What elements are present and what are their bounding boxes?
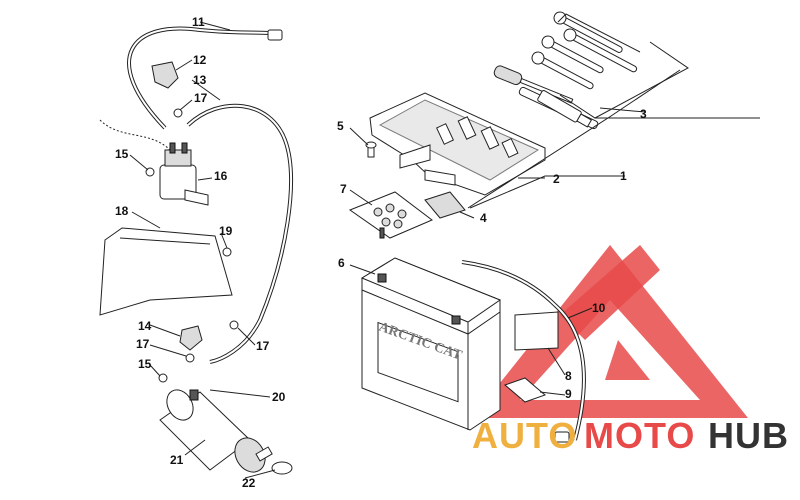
battery-pad xyxy=(504,377,546,403)
callout-8: 8 xyxy=(565,369,572,383)
callout-17-mid: 17 xyxy=(256,339,270,353)
callout-2: 2 xyxy=(553,172,560,186)
nut-17-low xyxy=(185,353,195,363)
callout-11: 11 xyxy=(192,15,205,29)
battery-sheet xyxy=(514,311,559,351)
callout-16: 16 xyxy=(214,169,228,183)
callout-6: 6 xyxy=(338,256,345,270)
callout-4: 4 xyxy=(480,211,487,225)
callout-10: 10 xyxy=(592,301,606,315)
terminal-boot-12 xyxy=(151,61,179,89)
leader-lines xyxy=(129,21,646,479)
battery-cable xyxy=(461,260,586,443)
callout-3: 3 xyxy=(640,107,647,121)
watermark-auto: AUTO xyxy=(472,415,577,456)
callout-15-low: 15 xyxy=(138,357,152,371)
callout-15-top: 15 xyxy=(115,147,129,161)
starter-motor xyxy=(159,389,293,475)
callout-17-low: 17 xyxy=(136,337,150,351)
callout-19: 19 xyxy=(219,224,233,238)
watermark-hub: HUB xyxy=(708,415,789,456)
callout-21: 21 xyxy=(170,453,184,467)
solenoid-bracket xyxy=(99,227,233,316)
tool-tray xyxy=(369,92,546,196)
tool-kit xyxy=(493,11,689,130)
callout-12: 12 xyxy=(193,53,207,67)
cable-11 xyxy=(127,26,283,130)
watermark-moto: MOTO xyxy=(584,415,695,456)
callout-18: 18 xyxy=(115,204,129,218)
wiring-harness xyxy=(99,119,171,151)
callout-14: 14 xyxy=(138,319,152,333)
screw-19 xyxy=(222,247,232,257)
callout-22: 22 xyxy=(242,476,256,490)
starter-solenoid xyxy=(159,142,209,206)
callout-7: 7 xyxy=(340,182,347,196)
callout-5: 5 xyxy=(337,119,344,133)
callout-20: 20 xyxy=(272,390,286,404)
watermark-logo xyxy=(472,245,748,418)
screw-15-low xyxy=(158,373,168,383)
cable-13 xyxy=(186,103,293,364)
foam-pad xyxy=(424,191,466,219)
terminal-boot-14 xyxy=(179,325,203,351)
screw-5 xyxy=(365,141,377,158)
o-ring-22 xyxy=(271,461,293,475)
callout-13: 13 xyxy=(193,73,207,87)
battery: ARCTIC CAT xyxy=(360,257,502,431)
nut-17-mid xyxy=(229,320,239,330)
callout-1: 1 xyxy=(620,169,627,183)
callout-9: 9 xyxy=(565,387,572,401)
callouts: 1 2 3 4 5 6 7 8 9 10 11 12 13 14 15 15 1… xyxy=(115,15,647,490)
nut-17-top xyxy=(173,108,183,118)
callout-17-top: 17 xyxy=(194,91,208,105)
watermark-text: AUTO MOTO HUB xyxy=(472,415,789,456)
